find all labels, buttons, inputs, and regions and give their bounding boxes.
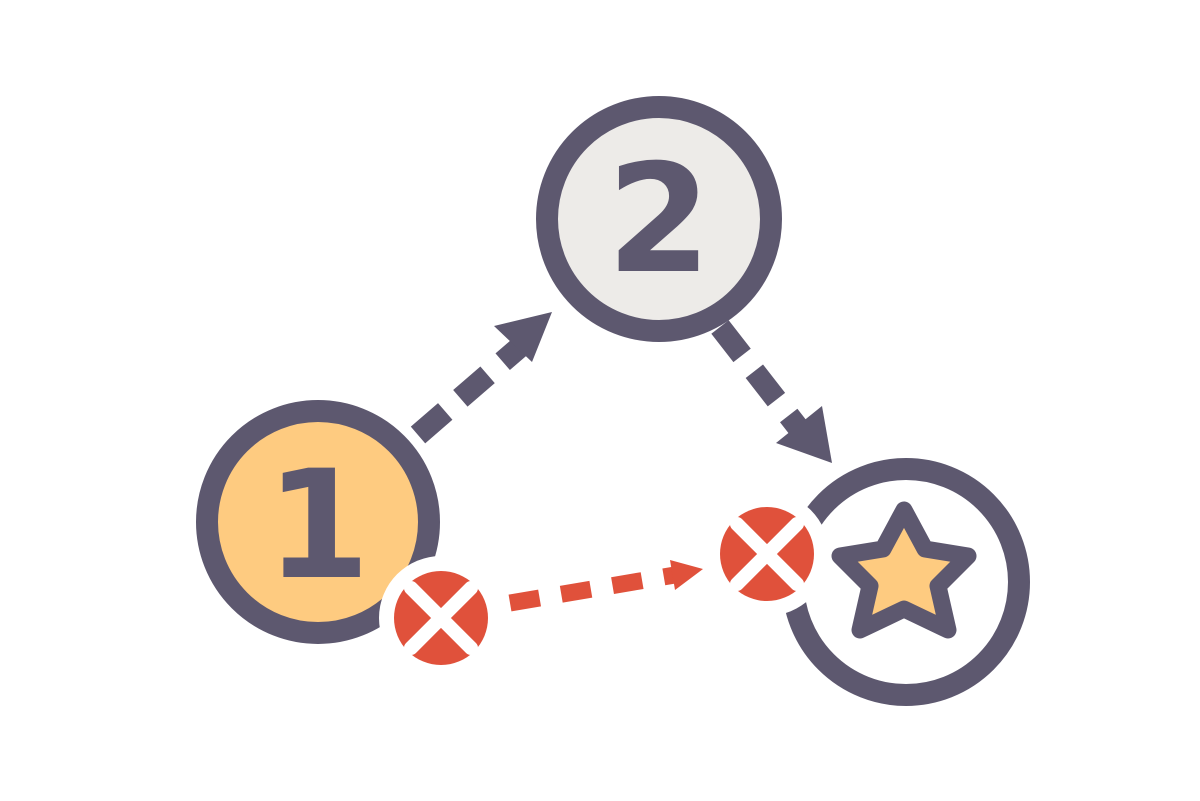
arrowhead [776,406,832,463]
blocked-icon [705,492,829,616]
node-label: 1 [266,439,370,613]
node-circle [536,96,782,342]
edge-line [711,320,809,437]
edge-line [508,566,677,612]
star-icon [831,501,977,639]
node-start: 1 [196,400,440,644]
node-label: 2 [607,133,711,307]
blocked-marker-cross [730,517,804,591]
node-circle [196,400,440,644]
node-middle: 2 [536,96,782,342]
arrowhead [670,560,703,590]
arrowhead [494,312,552,362]
blocked-icon [379,556,503,680]
edge-middle-to-goal [711,320,832,463]
node-goal [782,458,1030,706]
edge-line [410,336,530,444]
blocked-marker-cross [404,581,478,655]
edge-start-to-middle [410,312,552,444]
edge-start-to-goal-blocked [379,492,829,680]
